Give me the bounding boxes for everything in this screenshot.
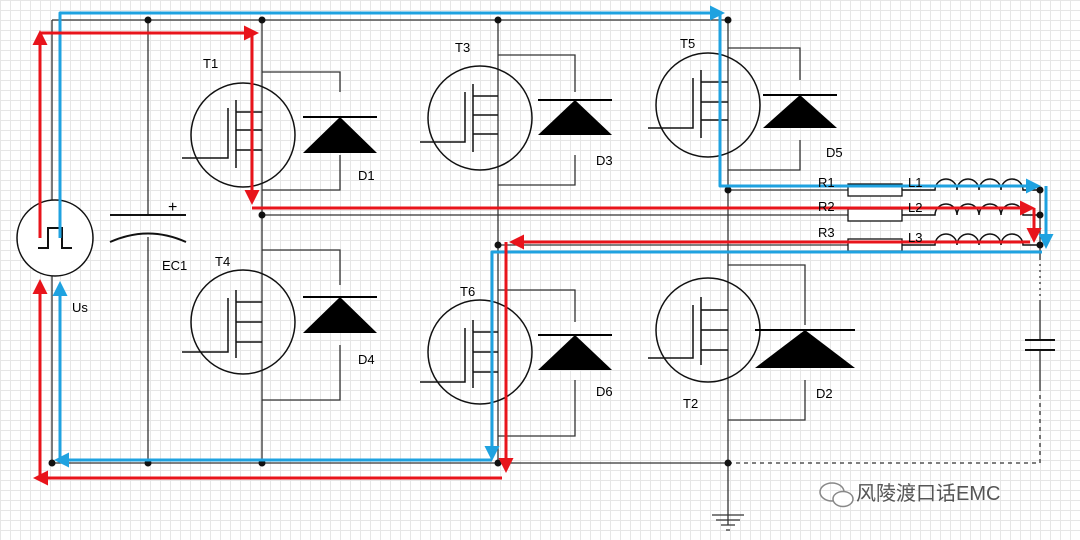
circuit-wires [51,19,1041,531]
label-d2: D2 [816,386,833,401]
load-capacitor [1025,339,1055,351]
label-r3: R3 [818,225,835,240]
pulse-source [16,199,94,277]
transistor-circles [190,52,761,405]
label-d1: D1 [358,168,375,183]
label-plus: + [168,199,177,216]
label-d4: D4 [358,352,375,367]
label-t6: T6 [460,284,475,299]
diodes [303,94,855,370]
capacitor-ec1 [109,214,187,243]
label-d5: D5 [826,145,843,160]
blue-current-path [52,5,1054,468]
label-t3: T3 [455,40,470,55]
transistor-internals [182,70,728,388]
label-d6: D6 [596,384,613,399]
label-r2: R2 [818,199,835,214]
label-l3: L3 [908,230,922,245]
label-l1: L1 [908,175,922,190]
label-t5: T5 [680,36,695,51]
label-t2: T2 [683,396,698,411]
label-ec1: EC1 [162,258,187,273]
label-l2: L2 [908,200,922,215]
label-source: Us [72,300,88,315]
inductors [902,178,1040,246]
component-labels: T1 T3 T5 T4 T6 T2 D1 D3 D5 D4 D6 D2 R1 R… [72,36,922,411]
wechat-icon [819,482,854,508]
resistors [847,183,903,252]
watermark-text: 风陵渡口话EMC [856,482,1000,505]
watermark: 风陵渡口话EMC [819,482,1000,508]
label-d3: D3 [596,153,613,168]
label-t4: T4 [215,254,230,269]
red-current-path [32,25,1042,486]
label-r1: R1 [818,175,835,190]
label-t1: T1 [203,56,218,71]
